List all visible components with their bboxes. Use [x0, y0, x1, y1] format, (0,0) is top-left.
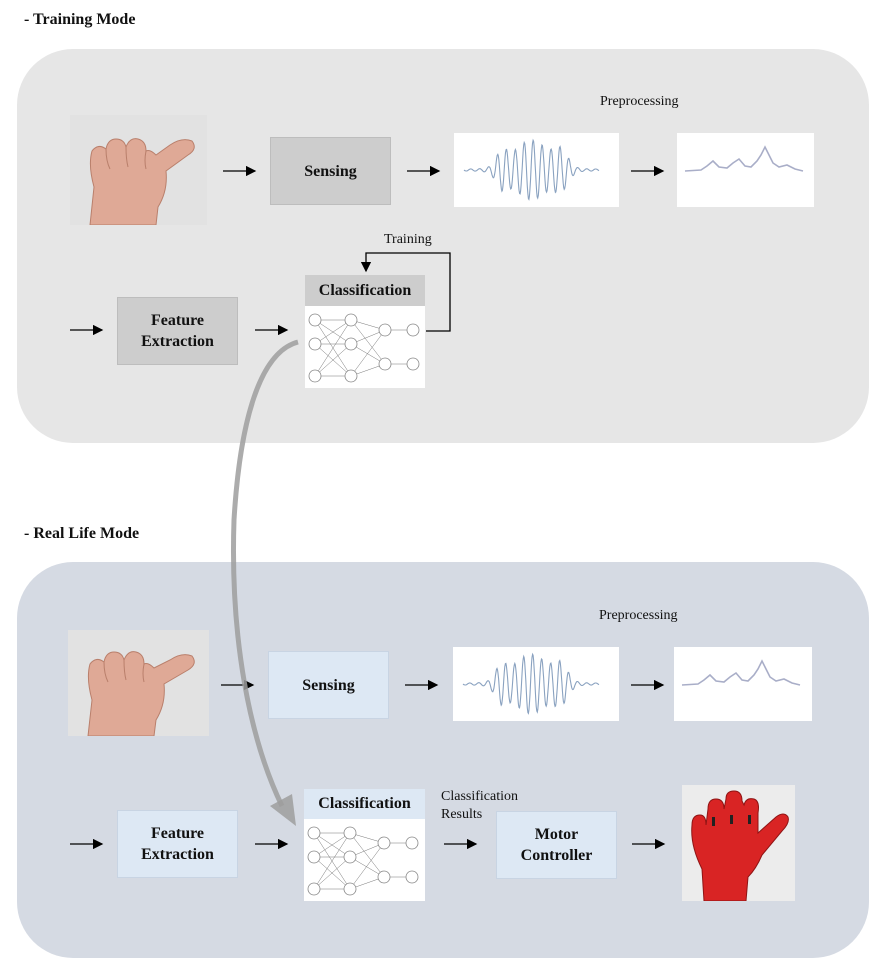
motor-controller-box: Motor Controller	[496, 811, 617, 879]
real-hand-photo	[68, 630, 209, 736]
motor-controller-line1: Motor	[534, 826, 579, 843]
real-feature-extraction-box: Feature Extraction	[117, 810, 238, 878]
real-life-mode-title: - Real Life Mode	[24, 525, 140, 542]
real-sensing-label: Sensing	[302, 676, 355, 694]
thumbs-side-hand-icon	[89, 138, 195, 225]
real-raw-signal	[453, 647, 619, 721]
real-feature-line2: Extraction	[141, 846, 214, 863]
training-mode-title: - Training Mode	[24, 11, 136, 28]
prosthetic-hand-photo	[682, 785, 795, 901]
training-preprocessing-label: Preprocessing	[600, 94, 679, 109]
real-preprocessing-label: Preprocessing	[599, 608, 678, 623]
classification-results-line2: Results	[441, 807, 483, 822]
real-classification-block: Classification	[304, 789, 425, 901]
training-loop-label: Training	[384, 232, 432, 247]
raw-signal-waveform-icon	[462, 652, 600, 715]
thumbs-side-hand-icon	[87, 651, 195, 736]
classification-results-line1: Classification	[441, 789, 518, 804]
training-raw-signal	[454, 133, 619, 207]
training-feature-line2: Extraction	[141, 333, 214, 350]
training-sensing-box: Sensing	[270, 137, 391, 205]
real-preprocessed-signal	[674, 647, 812, 721]
training-feature-extraction-box: Feature Extraction	[117, 297, 238, 365]
raw-signal-waveform-icon	[463, 138, 600, 201]
preprocessed-signal-icon	[684, 145, 804, 172]
training-feature-line1: Feature	[150, 312, 204, 329]
transfer-arrowhead	[270, 794, 296, 826]
training-classification-header: Classification	[305, 275, 425, 306]
training-classification-block: Classification	[305, 275, 425, 388]
motor-controller-line2: Controller	[520, 847, 593, 864]
training-preprocessed-signal	[677, 133, 814, 207]
prosthetic-hand-icon	[691, 790, 789, 901]
neural-network-icon	[307, 826, 419, 896]
real-classification-header: Classification	[304, 789, 425, 819]
neural-network-icon	[308, 313, 420, 383]
real-feature-line1: Feature	[150, 825, 204, 842]
training-mode-panel	[17, 49, 869, 443]
preprocessed-signal-icon	[681, 659, 801, 686]
training-sensing-label: Sensing	[304, 162, 357, 180]
training-hand-photo	[70, 115, 207, 225]
real-sensing-box: Sensing	[268, 651, 389, 719]
classification-results-label: Classification Results	[441, 788, 518, 824]
